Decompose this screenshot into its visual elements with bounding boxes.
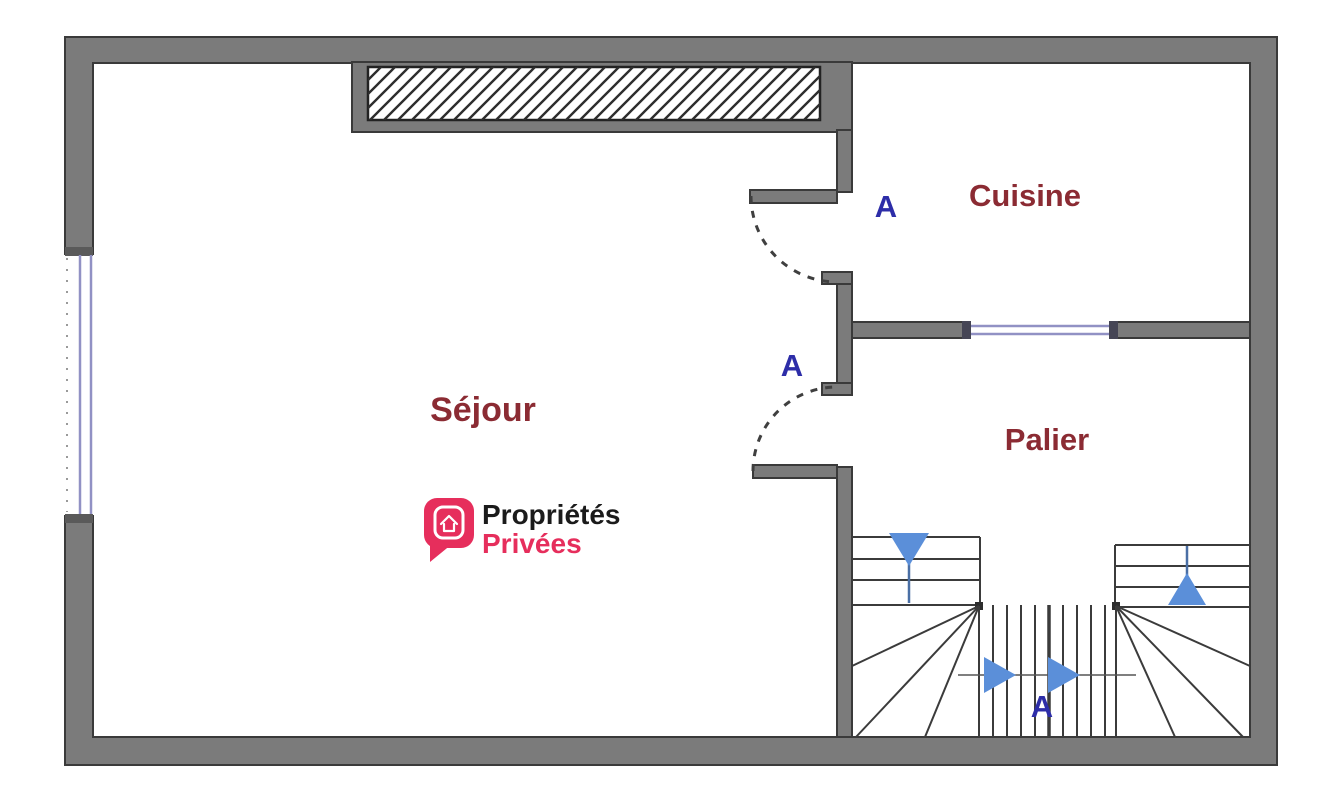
stair-winder-right <box>1112 602 1251 738</box>
wall-sejour-stairs <box>836 466 853 738</box>
door-cuisine <box>749 189 838 284</box>
agency-logo: Propriétés Privées <box>424 498 621 562</box>
window-cap-top <box>65 247 93 256</box>
section-marker-a-stairs: A <box>1031 689 1053 724</box>
stair-winder-left <box>851 602 983 738</box>
left-window <box>62 247 96 523</box>
hatched-wall-section <box>351 61 853 133</box>
hatch-pattern-fill <box>368 67 820 120</box>
interior-window <box>962 320 1118 340</box>
wall-sejour-mid <box>836 274 853 386</box>
staircase <box>851 536 1251 738</box>
exterior-wall-outline <box>64 36 1278 766</box>
logo-house-icon <box>439 514 459 533</box>
interior-window-gap <box>970 320 1110 340</box>
door-leaf <box>749 189 838 204</box>
logo-text-line1: Propriétés <box>482 499 621 530</box>
room-label-cuisine: Cuisine <box>969 178 1081 213</box>
window-cap-bottom <box>65 514 93 523</box>
section-marker-a-door: A <box>781 348 803 383</box>
interior-window-cap-left <box>962 321 971 339</box>
wall-sejour-cuisine-upper <box>836 129 853 193</box>
door-leaf <box>752 464 838 479</box>
down-arrow-icon <box>889 533 929 566</box>
walkline-arrow-icon <box>1048 657 1080 693</box>
up-arrow-icon <box>1168 573 1206 605</box>
room-label-palier: Palier <box>1005 422 1089 457</box>
exterior-walls <box>64 36 1278 766</box>
section-marker-a-cuisine: A <box>875 189 897 224</box>
walkline-arrow-icon <box>984 657 1016 693</box>
interior-window-cap-right <box>1109 321 1118 339</box>
stair-flight-left <box>852 536 981 606</box>
interior-walls <box>821 129 1251 738</box>
stair-arrows <box>889 533 1206 693</box>
logo-house-frame <box>433 505 465 540</box>
door1-wall-stub <box>821 271 853 285</box>
room-label-sejour: Séjour <box>430 391 536 429</box>
door-swing-arc <box>751 385 838 472</box>
door-swing-arc <box>749 195 838 284</box>
logo-bubble-tail <box>430 538 452 562</box>
logo-text-line2: Privées <box>482 528 582 559</box>
door-sejour-palier <box>751 385 838 479</box>
